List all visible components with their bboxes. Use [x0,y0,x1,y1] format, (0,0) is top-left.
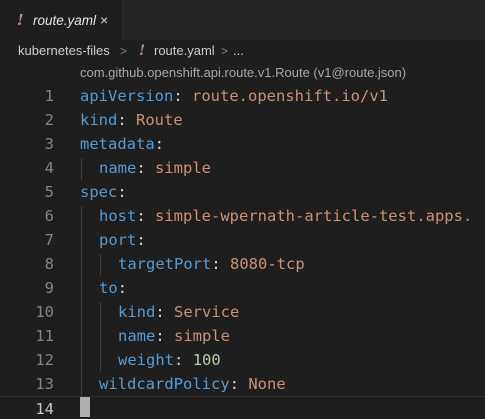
code-text: apiVersion: route.openshift.io/v1 [80,86,388,106]
yaml-key: weight [118,351,174,369]
yaml-colon: : [229,375,239,393]
yaml-value: route.openshift.io/v1 [192,87,388,105]
yaml-colon: : [136,207,146,225]
yaml-key: wildcardPolicy [99,375,230,393]
editor-line[interactable]: 9 to: [0,276,485,300]
editor-line[interactable]: 11 name: simple [0,324,485,348]
yaml-value: 100 [192,351,221,369]
yaml-colon: : [117,111,127,129]
code-text: kind: Service [118,302,239,322]
yaml-colon: : [136,159,146,177]
editor-line[interactable]: 10 kind: Service [0,300,485,324]
code-text: kind: Route [80,110,183,130]
close-icon[interactable]: × [100,12,109,28]
editor-line[interactable]: 3 metadata: [0,132,485,156]
yaml-value: simple [174,327,231,345]
indent-guide [81,158,82,180]
line-number: 4 [44,159,54,177]
chevron-right-icon: > [221,44,229,58]
line-number: 12 [35,351,54,369]
line-number: 8 [44,255,54,273]
code-text: host: simple-wpernath-article-test.apps. [99,206,472,226]
yaml-value: None [248,375,286,393]
code-text: name: simple [118,326,230,346]
indent-guide [100,302,101,372]
yaml-value: simple-wpernath-article-test.apps. [155,207,473,225]
yaml-value: simple [155,159,212,177]
yaml-exclamation-icon: ! [17,11,24,29]
line-number: 11 [35,327,54,345]
yaml-colon: : [117,279,128,297]
yaml-colon: : [154,135,164,153]
yaml-value: Route [136,111,183,129]
breadcrumb-file[interactable]: route.yaml [154,43,215,58]
tab-route-yaml[interactable]: ! route.yaml × [0,0,123,40]
yaml-key: spec [80,183,118,201]
yaml-colon: : [174,351,184,369]
yaml-key: name [118,327,156,345]
code-text: spec: [80,182,127,202]
line-number: 7 [44,231,54,249]
editor-line[interactable]: 2 kind: Route [0,108,485,132]
editor-line[interactable]: 6 host: simple-wpernath-article-test.apps… [0,204,485,228]
line-number: 1 [44,87,54,105]
yaml-key: name [99,159,137,177]
code-editor[interactable]: 1 apiVersion: route.openshift.io/v1 2 kind:… [0,84,485,419]
breadcrumb: kubernetes-files > ! route.yaml > ... [0,40,485,62]
editor-line[interactable]: 4 name: simple [0,156,485,180]
yaml-colon: : [136,231,146,249]
chevron-right-icon: > [120,44,128,58]
yaml-key: kind [80,111,118,129]
yaml-colon: : [155,303,165,321]
indent-guide [100,254,101,276]
yaml-colon: : [173,87,183,105]
yaml-exclamation-icon: ! [139,43,146,59]
editor-line[interactable]: 13 wildcardPolicy: None [0,372,485,396]
code-text: port: [99,230,146,250]
tab-bar: ! route.yaml × [0,0,485,40]
line-number: 10 [35,303,54,321]
code-text: to: [99,278,127,298]
yaml-colon: : [211,255,221,273]
breadcrumb-more[interactable]: ... [233,43,244,58]
yaml-key: targetPort [118,255,212,273]
editor-line[interactable]: 1 apiVersion: route.openshift.io/v1 [0,84,485,108]
code-text: name: simple [99,158,211,178]
line-number: 13 [35,375,54,393]
yaml-key: port [99,231,137,249]
tab-label: route.yaml [33,13,97,28]
yaml-key: to [99,279,118,297]
editor-line[interactable]: 12 weight: 100 [0,348,485,372]
code-text: wildcardPolicy: None [99,374,286,394]
yaml-colon: : [155,327,165,345]
editor-line[interactable]: 14 [0,396,485,419]
code-text: targetPort: 8080-tcp [118,254,305,274]
yaml-colon: : [117,183,127,201]
editor-line[interactable]: 5 spec: [0,180,485,204]
yaml-key: kind [118,303,156,321]
text-cursor [80,397,90,417]
yaml-key: metadata [80,135,155,153]
line-number: 3 [44,135,54,153]
line-number: 2 [44,111,54,129]
editor-line[interactable]: 8 targetPort: 8080-tcp [0,252,485,276]
indent-guide [81,206,82,396]
yaml-key: host [99,207,137,225]
code-text: metadata: [80,134,164,154]
line-number: 14 [35,400,54,418]
line-number: 5 [44,183,54,201]
line-number: 6 [44,207,54,225]
line-number: 9 [44,279,54,297]
schema-codelens[interactable]: com.github.openshift.api.route.v1.Route … [80,65,407,80]
code-text: weight: 100 [118,350,221,370]
breadcrumb-folder[interactable]: kubernetes-files [18,43,110,58]
yaml-value: 8080-tcp [230,255,305,273]
yaml-value: Service [174,303,240,321]
yaml-key: apiVersion [80,87,174,105]
editor-line[interactable]: 7 port: [0,228,485,252]
